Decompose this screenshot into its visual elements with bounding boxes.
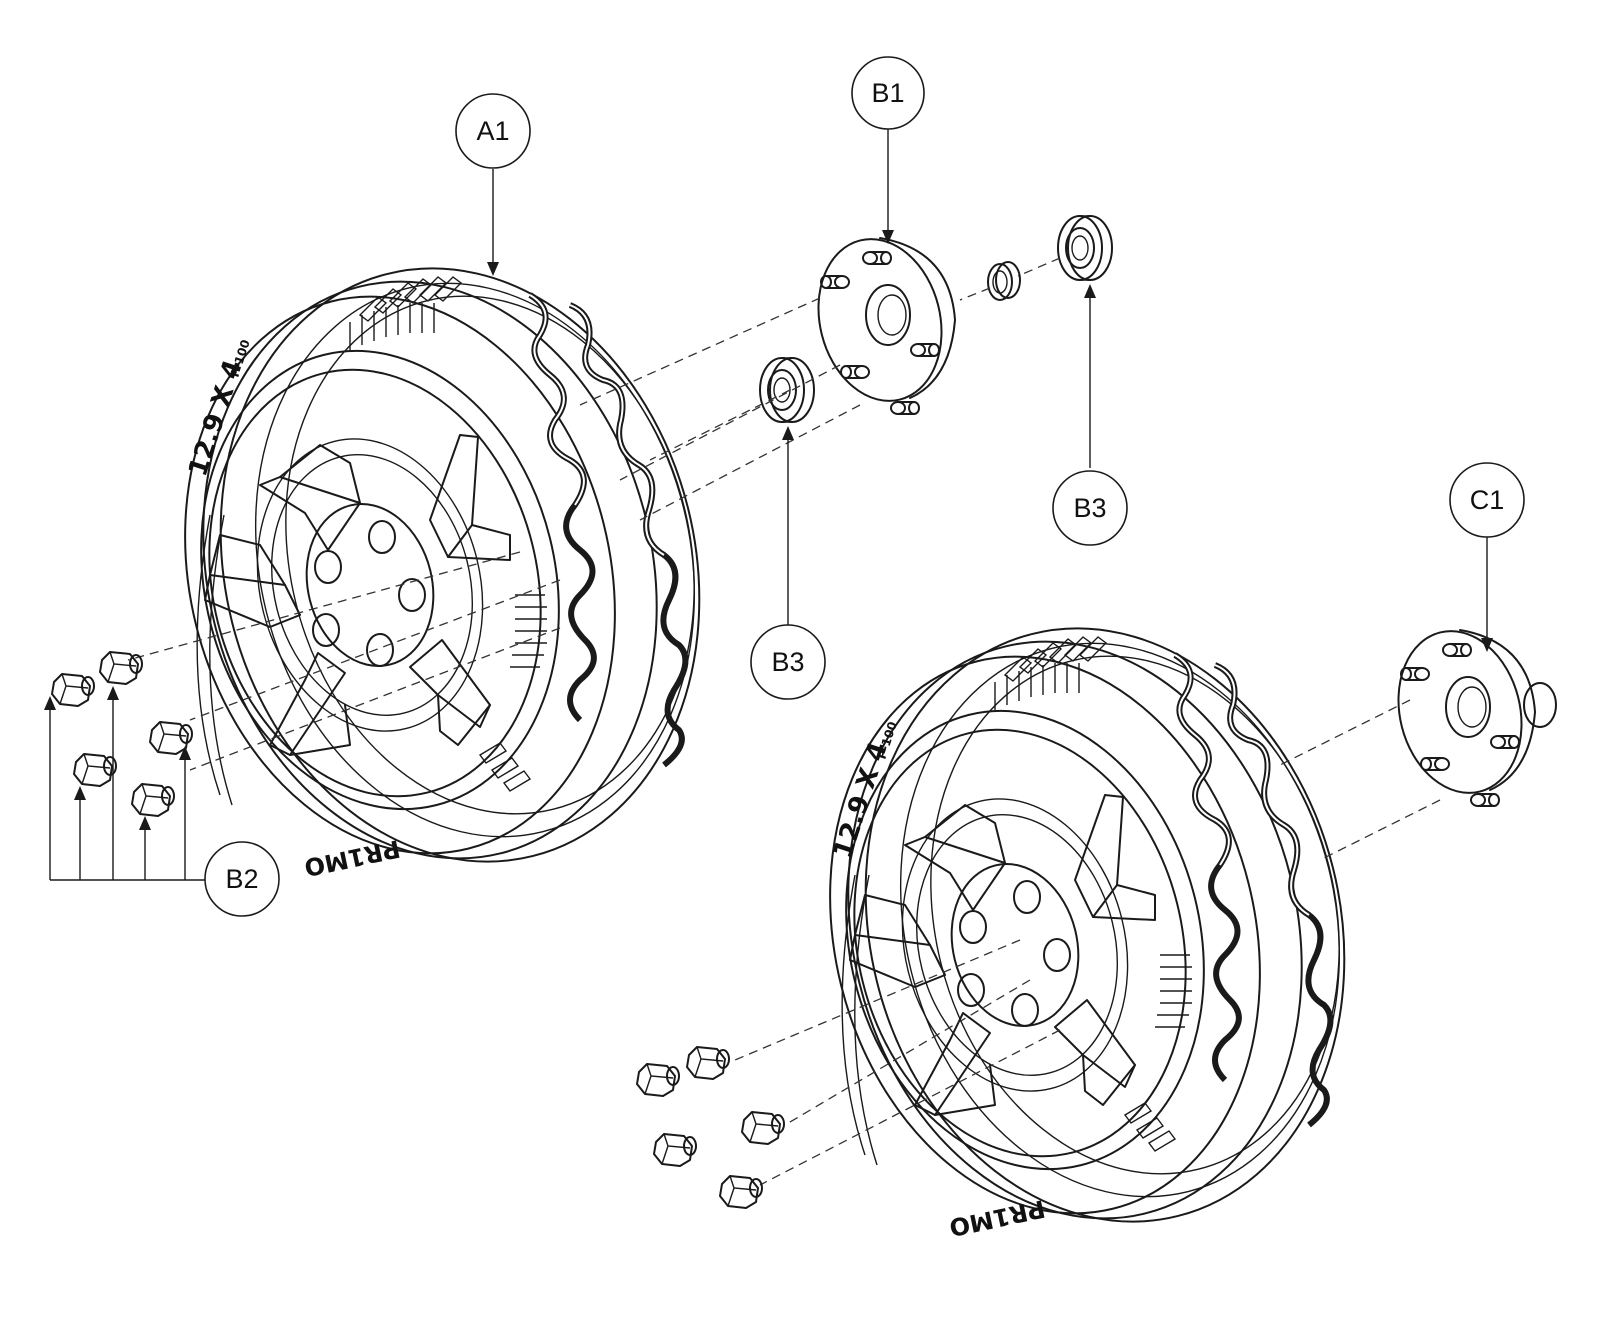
wheel-assembly-a1: 12.9 X 4 PR1MO P-100	[128, 217, 761, 913]
callout-b1: B1	[851, 56, 925, 130]
callout-b3-top-label: B3	[1073, 493, 1106, 523]
bearing-mid	[759, 357, 815, 423]
callout-b1-label: B1	[871, 78, 904, 108]
hub-b1	[800, 224, 960, 416]
callout-b3-mid: B3	[750, 624, 826, 700]
callout-b3-mid-label: B3	[771, 647, 804, 677]
tire-code-text-2: P-100	[875, 720, 900, 761]
tire-code-text: P-100	[228, 338, 253, 379]
callout-a1-label: A1	[476, 116, 509, 146]
callout-a1: A1	[455, 93, 531, 169]
assembly-lines-upper	[127, 257, 1061, 771]
callout-b3-top: B3	[1052, 470, 1128, 546]
wheel-assembly-c1: 12.9 X 4 PR1MO P-100	[773, 577, 1406, 1273]
spacer-bushing	[987, 261, 1021, 301]
callout-c1: C1	[1449, 462, 1525, 538]
leader-lines	[44, 128, 1493, 881]
lug-nuts-b2	[51, 651, 193, 817]
assembly-lines-lower	[734, 699, 1441, 1186]
callout-b2: B2	[204, 841, 280, 917]
bearing-top	[1057, 215, 1113, 281]
lug-nuts-lower	[636, 1046, 785, 1209]
hub-c1	[1380, 616, 1557, 808]
callout-c1-label: C1	[1470, 485, 1505, 515]
callout-b2-label: B2	[225, 864, 258, 894]
tire-brand-text-2: PR1MO	[947, 1194, 1048, 1242]
tire-brand-text: PR1MO	[302, 834, 403, 882]
